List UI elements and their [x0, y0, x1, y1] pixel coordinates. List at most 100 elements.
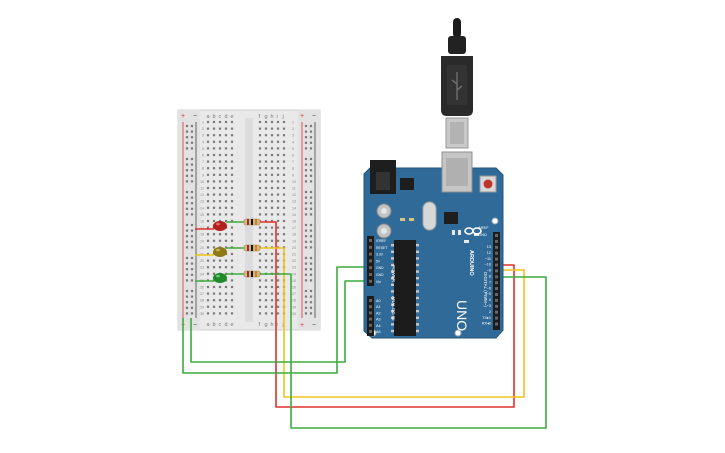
breadboard-hole[interactable] [258, 140, 262, 143]
breadboard-hole[interactable] [282, 147, 286, 150]
breadboard-hole[interactable] [270, 233, 274, 236]
breadboard-hole[interactable] [212, 173, 216, 176]
rail-hole[interactable] [304, 169, 308, 172]
breadboard-hole[interactable] [218, 213, 222, 216]
breadboard-hole[interactable] [230, 134, 234, 137]
breadboard-hole[interactable] [212, 213, 216, 216]
breadboard-hole[interactable] [258, 299, 262, 302]
breadboard-hole[interactable] [212, 127, 216, 130]
breadboard-hole[interactable] [264, 200, 268, 203]
breadboard-hole[interactable] [212, 120, 216, 124]
rail-hole[interactable] [309, 180, 313, 183]
breadboard-hole[interactable] [224, 173, 228, 176]
breadboard-hole[interactable] [230, 292, 234, 295]
rail-hole[interactable] [190, 246, 194, 249]
breadboard-hole[interactable] [212, 193, 216, 196]
breadboard-hole[interactable] [218, 299, 222, 302]
breadboard-hole[interactable] [264, 312, 268, 315]
rail-hole[interactable] [185, 235, 189, 238]
rail-hole[interactable] [190, 262, 194, 265]
breadboard-hole[interactable] [218, 233, 222, 236]
breadboard-hole[interactable] [276, 213, 280, 216]
breadboard-hole[interactable] [224, 206, 228, 209]
breadboard-hole[interactable] [224, 233, 228, 236]
breadboard-hole[interactable] [282, 193, 286, 196]
breadboard-hole[interactable] [258, 193, 262, 196]
breadboard-hole[interactable] [218, 180, 222, 183]
led-red[interactable] [213, 221, 227, 231]
breadboard-hole[interactable] [230, 167, 234, 170]
breadboard-hole[interactable] [270, 206, 274, 209]
breadboard-hole[interactable] [270, 200, 274, 203]
rail-hole[interactable] [304, 246, 308, 249]
breadboard-hole[interactable] [258, 239, 262, 242]
breadboard-hole[interactable] [206, 246, 210, 249]
breadboard-hole[interactable] [218, 160, 222, 163]
breadboard-hole[interactable] [282, 153, 286, 157]
breadboard-hole[interactable] [264, 127, 268, 130]
rail-hole[interactable] [304, 229, 308, 232]
breadboard-hole[interactable] [212, 292, 216, 295]
rail-hole[interactable] [309, 190, 313, 194]
breadboard-hole[interactable] [206, 233, 210, 236]
breadboard-hole[interactable] [230, 153, 234, 157]
rail-hole[interactable] [190, 147, 194, 150]
breadboard-hole[interactable] [230, 206, 234, 209]
rail-hole[interactable] [190, 279, 194, 282]
breadboard-hole[interactable] [224, 213, 228, 216]
rail-hole[interactable] [304, 190, 308, 194]
breadboard-hole[interactable] [212, 299, 216, 302]
breadboard-hole[interactable] [212, 259, 216, 262]
breadboard-hole[interactable] [224, 153, 228, 157]
rail-hole[interactable] [190, 235, 194, 238]
rail-hole[interactable] [185, 262, 189, 265]
rail-hole[interactable] [304, 174, 308, 177]
breadboard-hole[interactable] [276, 292, 280, 295]
breadboard-hole[interactable] [258, 252, 262, 256]
breadboard-hole[interactable] [258, 160, 262, 163]
breadboard-hole[interactable] [212, 312, 216, 315]
breadboard-hole[interactable] [264, 285, 268, 289]
wire-yellow-pin9[interactable] [259, 247, 525, 398]
breadboard-hole[interactable] [276, 193, 280, 196]
breadboard-hole[interactable] [218, 259, 222, 262]
breadboard-hole[interactable] [206, 186, 210, 190]
rail-hole[interactable] [309, 196, 313, 199]
breadboard-hole[interactable] [218, 153, 222, 157]
breadboard-hole[interactable] [230, 305, 234, 308]
breadboard-hole[interactable] [206, 140, 210, 143]
breadboard-hole[interactable] [264, 299, 268, 302]
breadboard-hole[interactable] [206, 252, 210, 256]
breadboard-hole[interactable] [206, 167, 210, 170]
breadboard-hole[interactable] [258, 305, 262, 308]
breadboard-hole[interactable] [276, 140, 280, 143]
rail-hole[interactable] [185, 202, 189, 205]
breadboard-hole[interactable] [224, 127, 228, 130]
breadboard-hole[interactable] [264, 226, 268, 229]
rail-hole[interactable] [304, 306, 308, 309]
breadboard-hole[interactable] [270, 134, 274, 137]
breadboard-hole[interactable] [270, 160, 274, 163]
breadboard-hole[interactable] [264, 140, 268, 143]
rail-hole[interactable] [309, 289, 313, 293]
breadboard-hole[interactable] [224, 285, 228, 289]
breadboard-hole[interactable] [264, 292, 268, 295]
breadboard-hole[interactable] [282, 200, 286, 203]
wire-red-pin10[interactable] [259, 221, 515, 408]
breadboard-hole[interactable] [218, 147, 222, 150]
rail-hole[interactable] [190, 130, 194, 133]
breadboard-hole[interactable] [276, 167, 280, 170]
digital-header[interactable] [493, 232, 500, 330]
breadboard-hole[interactable] [282, 167, 286, 170]
breadboard-hole[interactable] [258, 266, 262, 269]
breadboard-hole[interactable] [258, 167, 262, 170]
rail-hole[interactable] [190, 256, 194, 260]
rail-hole[interactable] [309, 273, 313, 276]
rail-hole[interactable] [190, 268, 194, 271]
breadboard-hole[interactable] [276, 153, 280, 157]
breadboard-hole[interactable] [276, 120, 280, 124]
breadboard-hole[interactable] [276, 233, 280, 236]
breadboard-hole[interactable] [212, 140, 216, 143]
breadboard-hole[interactable] [264, 153, 268, 157]
